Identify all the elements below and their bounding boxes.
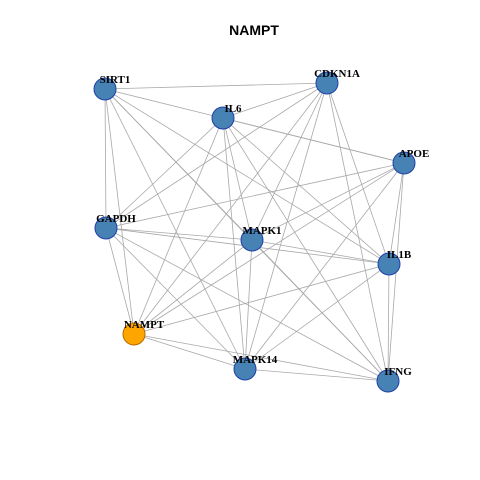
edge-cdkn1a-nampt: [133, 82, 328, 335]
node-label-il1b: IL1B: [387, 249, 412, 261]
edge-il6-il1b: [222, 117, 390, 265]
node-circle-sirt1: [93, 77, 117, 101]
node-gapdh: GAPDH: [94, 213, 136, 240]
node-mapk14: MAPK14: [233, 354, 278, 381]
edge-il6-apoe: [222, 117, 405, 164]
edge-mapk1-ifng: [251, 239, 389, 382]
graph-title: NAMPT: [229, 22, 279, 38]
edge-cdkn1a-mapk14: [244, 82, 328, 370]
node-circle-il6: [211, 106, 235, 130]
edge-layer: [104, 82, 405, 382]
node-label-gapdh: GAPDH: [96, 213, 136, 225]
edge-il1b-mapk14: [244, 263, 390, 370]
node-label-mapk14: MAPK14: [233, 354, 278, 366]
edge-apoe-mapk14: [244, 162, 405, 370]
edge-il6-nampt: [133, 117, 224, 335]
node-circle-apoe: [392, 151, 416, 175]
edge-sirt1-mapk14: [104, 88, 246, 370]
node-circle-ifng: [376, 369, 400, 393]
node-cdkn1a: CDKN1A: [314, 68, 360, 95]
edge-cdkn1a-mapk1: [251, 82, 328, 241]
edge-gapdh-mapk14: [105, 227, 246, 370]
edge-cdkn1a-il1b: [326, 82, 390, 265]
edge-mapk14-ifng: [244, 368, 389, 382]
edge-nampt-mapk14: [133, 333, 246, 370]
edge-cdkn1a-gapdh: [105, 82, 328, 229]
node-ifng: IFNG: [376, 366, 412, 393]
node-il6: IL6: [211, 103, 242, 130]
edge-il6-mapk14: [222, 117, 246, 370]
node-circle-il1b: [377, 252, 401, 276]
edge-sirt1-gapdh: [104, 88, 107, 229]
edge-il6-gapdh: [105, 117, 224, 229]
node-label-nampt: NAMPT: [124, 319, 165, 331]
edge-cdkn1a-ifng: [326, 82, 389, 382]
node-il1b: IL1B: [377, 249, 412, 276]
node-nampt: NAMPT: [122, 319, 165, 346]
node-sirt1: SIRT1: [93, 74, 131, 101]
edge-apoe-il1b: [388, 162, 405, 265]
edge-mapk1-mapk14: [244, 239, 253, 370]
node-label-sirt1: SIRT1: [100, 74, 131, 86]
edge-sirt1-il1b: [104, 88, 390, 265]
node-label-apoe: APOE: [399, 148, 430, 160]
node-circle-gapdh: [94, 216, 118, 240]
node-label-il6: IL6: [224, 103, 242, 115]
node-label-mapk1: MAPK1: [242, 225, 281, 237]
edge-gapdh-ifng: [105, 227, 389, 382]
edge-sirt1-nampt: [104, 88, 135, 335]
edge-apoe-gapdh: [105, 162, 405, 229]
node-circle-nampt: [122, 322, 146, 346]
edge-il6-mapk1: [222, 117, 253, 241]
edge-il1b-ifng: [387, 263, 390, 382]
node-label-ifng: IFNG: [384, 366, 412, 378]
edge-gapdh-nampt: [105, 227, 135, 335]
edge-mapk1-nampt: [133, 239, 253, 335]
edge-mapk1-il1b: [251, 239, 390, 265]
node-mapk1: MAPK1: [240, 225, 282, 252]
node-circle-mapk1: [240, 228, 264, 252]
edge-il1b-nampt: [133, 263, 390, 335]
edge-nampt-ifng: [133, 333, 389, 382]
node-circle-mapk14: [233, 357, 257, 381]
node-apoe: APOE: [392, 148, 430, 175]
edge-cdkn1a-il6: [222, 82, 328, 119]
node-label-cdkn1a: CDKN1A: [314, 68, 360, 80]
node-circle-cdkn1a: [315, 71, 339, 95]
edge-gapdh-mapk1: [105, 227, 253, 241]
edge-sirt1-cdkn1a: [104, 82, 328, 90]
edge-apoe-mapk1: [251, 162, 405, 241]
